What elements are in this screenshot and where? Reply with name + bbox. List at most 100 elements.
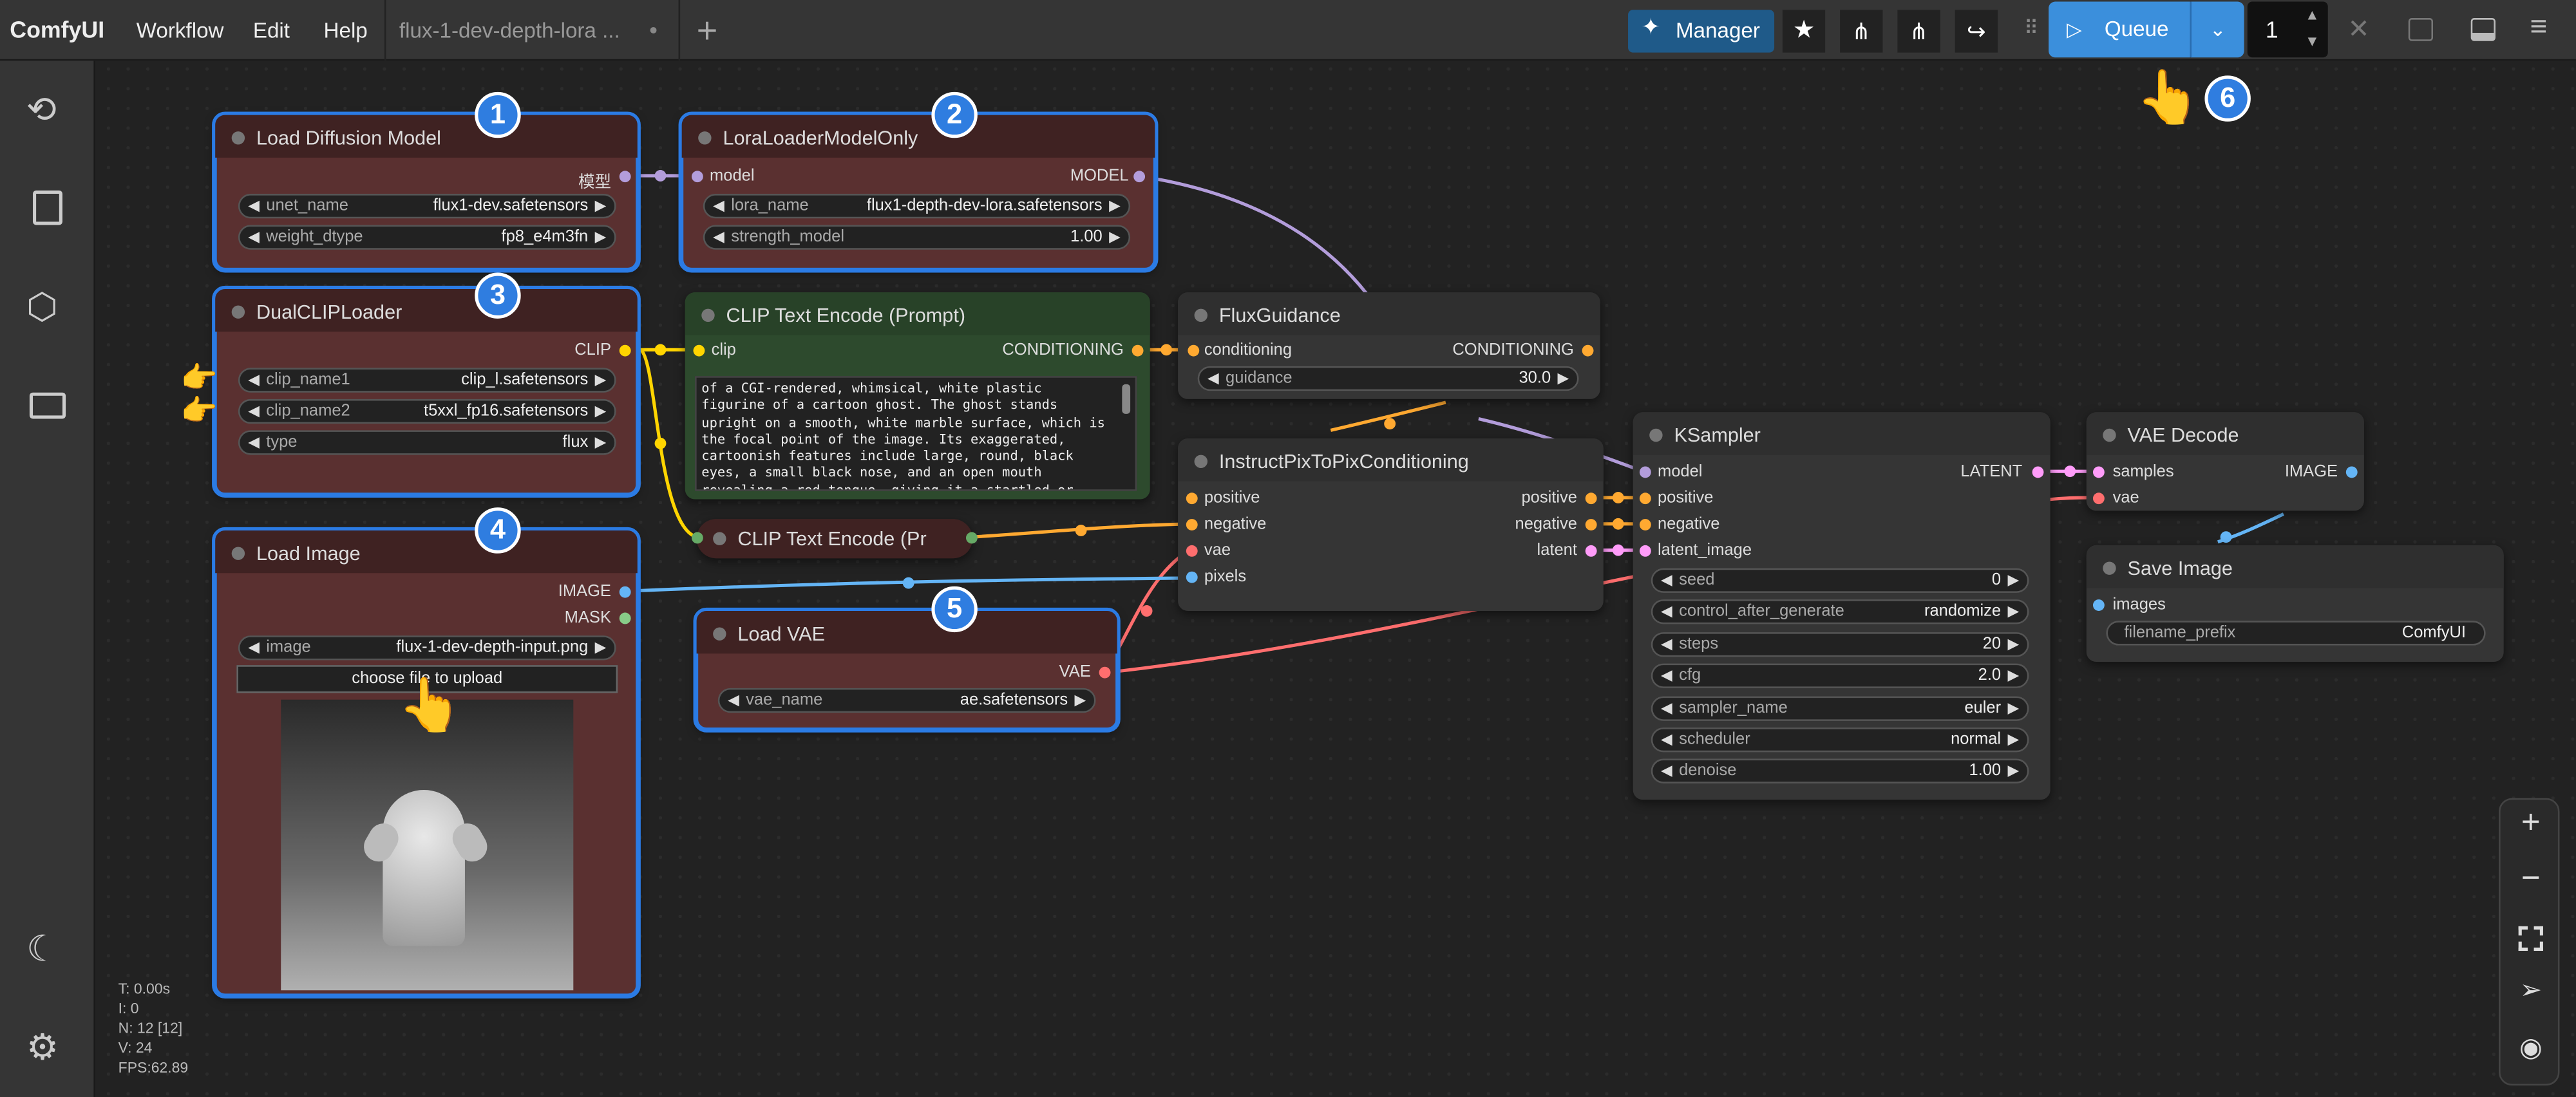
fork-alt-icon[interactable]: ⋔ [1897, 10, 1940, 53]
zoom-out-icon[interactable]: − [2521, 860, 2541, 897]
input-socket-vae[interactable] [1186, 545, 1198, 557]
workflows-folder-icon[interactable] [26, 384, 69, 427]
arrow-right-icon[interactable]: ▶ [594, 639, 607, 655]
share-icon[interactable]: ↪ [1955, 10, 1998, 53]
input-socket-pixels[interactable] [1186, 571, 1198, 583]
node-header[interactable]: Load Image [215, 530, 638, 574]
input-socket-positive[interactable] [1186, 492, 1198, 505]
arrow-left-icon[interactable]: ◀ [248, 639, 260, 655]
arrow-left-icon[interactable]: ◀ [1661, 571, 1672, 588]
collapse-dot[interactable] [698, 131, 712, 145]
collapse-dot[interactable] [231, 131, 245, 145]
arrow-right-icon[interactable]: ▶ [594, 371, 607, 388]
output-socket-conditioning[interactable] [1132, 344, 1144, 357]
arrow-right-icon[interactable]: ▶ [594, 402, 607, 419]
new-tab-plus-icon[interactable]: + [696, 10, 718, 52]
arrow-right-icon[interactable]: ▶ [1557, 369, 1569, 386]
arrow-left-icon[interactable]: ◀ [728, 691, 739, 708]
collapse-dot[interactable] [2103, 428, 2116, 442]
node-lora-loader[interactable]: LoraLoaderModelOnly model MODEL ◀lora_na… [678, 111, 1159, 273]
node-header[interactable]: VAE Decode [2086, 412, 2364, 455]
node-header[interactable]: KSampler [1633, 412, 2050, 455]
collapse-dot[interactable] [713, 532, 726, 545]
theme-moon-icon[interactable]: ☾ [26, 928, 59, 970]
model-library-cube-icon[interactable]: ⬡ [26, 285, 58, 327]
arrow-right-icon[interactable]: ▶ [2007, 635, 2020, 652]
collapse-dot[interactable] [231, 305, 245, 319]
star-icon[interactable]: ★ [1782, 10, 1826, 53]
textarea-scrollbar[interactable] [1122, 384, 1131, 414]
close-icon[interactable]: ✕ [2347, 16, 2370, 44]
maximize-icon[interactable] [2408, 18, 2434, 41]
arrow-right-icon[interactable]: ▶ [2007, 666, 2020, 684]
arrow-right-icon[interactable]: ▶ [1109, 228, 1121, 245]
node-header[interactable]: Load Diffusion Model [215, 115, 638, 158]
output-socket-image[interactable] [2345, 466, 2358, 478]
input-socket-vae[interactable] [2092, 492, 2105, 505]
pointer-mode-icon[interactable]: ➢ [2519, 977, 2542, 1006]
arrow-right-icon[interactable]: ▶ [2007, 762, 2020, 779]
input-socket-conditioning[interactable] [1188, 344, 1200, 357]
arrow-right-icon[interactable]: ▶ [2007, 731, 2020, 747]
arrow-right-icon[interactable]: ▶ [2007, 699, 2020, 717]
input-socket-positive[interactable] [1639, 492, 1651, 505]
arrow-right-icon[interactable]: ▶ [594, 228, 607, 245]
node-header[interactable]: LoraLoaderModelOnly [681, 115, 1155, 158]
hamburger-menu-icon[interactable]: ≡ [2530, 10, 2548, 43]
input-socket-negative[interactable] [1639, 519, 1651, 530]
arrow-left-icon[interactable]: ◀ [713, 197, 724, 214]
prompt-textarea[interactable]: of a CGI-rendered, whimsical, white plas… [695, 376, 1137, 491]
node-header[interactable]: FluxGuidance [1178, 292, 1600, 335]
drag-handle-icon[interactable]: ⠿ [2023, 16, 2039, 40]
output-socket-conditioning[interactable] [1582, 344, 1594, 357]
settings-gear-icon[interactable]: ⚙ [26, 1026, 59, 1068]
panel-toggle-icon[interactable] [2470, 18, 2496, 41]
menu-help[interactable]: Help [323, 18, 368, 43]
output-socket-model[interactable] [619, 171, 631, 183]
output-socket-negative[interactable] [1585, 519, 1597, 530]
arrow-left-icon[interactable]: ◀ [1661, 731, 1672, 747]
arrow-left-icon[interactable]: ◀ [713, 228, 724, 245]
input-socket-clip[interactable] [691, 532, 703, 544]
arrow-left-icon[interactable]: ◀ [248, 197, 260, 214]
arrow-right-icon[interactable]: ▶ [1074, 691, 1086, 708]
arrow-left-icon[interactable]: ◀ [1661, 635, 1672, 652]
collapse-dot[interactable] [1194, 308, 1208, 322]
input-socket-samples[interactable] [2092, 466, 2105, 478]
node-clip-text-encode-positive[interactable]: CLIP Text Encode (Prompt) clip CONDITION… [685, 292, 1150, 500]
queue-button[interactable]: ▷ Queue [2049, 1, 2190, 58]
input-socket-clip[interactable] [693, 344, 705, 357]
arrow-left-icon[interactable]: ◀ [248, 433, 260, 450]
node-instruct-pix2pix[interactable]: InstructPixToPixConditioning positive ne… [1178, 438, 1604, 611]
fork-icon[interactable]: ⋔ [1840, 10, 1883, 53]
queue-count-input[interactable]: 1 ▲ ▼ [2247, 1, 2328, 58]
queue-options-chevron-icon[interactable]: ⌄ [2190, 1, 2244, 58]
collapse-dot[interactable] [701, 308, 715, 322]
node-header[interactable]: Load VAE [696, 610, 1117, 654]
menu-edit[interactable]: Edit [252, 18, 290, 43]
node-library-icon[interactable] [26, 187, 69, 230]
collapse-dot[interactable] [1649, 428, 1663, 442]
node-clip-text-encode-negative-collapsed[interactable]: CLIP Text Encode (Pr [691, 519, 978, 559]
arrow-right-icon[interactable]: ▶ [2007, 603, 2020, 619]
output-socket-vae[interactable] [1099, 666, 1111, 679]
arrow-left-icon[interactable]: ◀ [1661, 699, 1672, 717]
output-socket-model[interactable] [1133, 171, 1146, 183]
node-header[interactable]: CLIP Text Encode (Prompt) [685, 292, 1150, 335]
